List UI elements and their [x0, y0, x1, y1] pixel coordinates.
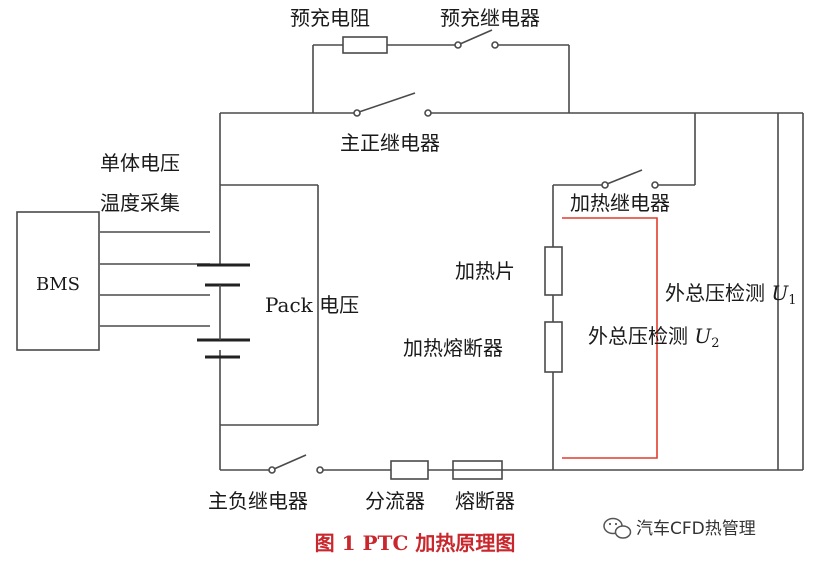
precharge-relay-label: 预充继电器	[440, 6, 540, 30]
watermark-text: 汽车CFD热管理	[636, 519, 756, 539]
main-fuse	[452, 460, 503, 480]
temp-collect-label: 温度采集	[100, 191, 180, 215]
watermark: 汽车CFD热管理	[603, 517, 756, 539]
main-positive-relay-label: 主正继电器	[340, 131, 440, 155]
heating-film-label: 加热片	[455, 259, 515, 283]
shunt-label: 分流器	[365, 489, 425, 513]
main-negative-relay-switch	[268, 454, 324, 474]
bms-box	[16, 211, 100, 351]
heating-relay-label: 加热继电器	[570, 191, 670, 215]
heating-fuse	[544, 321, 563, 373]
u2-measure-loop	[562, 217, 658, 459]
bms-label: BMS	[36, 274, 80, 295]
main-positive-relay-switch	[353, 92, 432, 117]
heating-film	[544, 246, 563, 296]
battery-pack	[197, 263, 250, 359]
precharge-resistor	[342, 36, 388, 54]
wiring	[100, 44, 804, 471]
pack-voltage-label: Pack 电压	[265, 293, 359, 317]
precharge-resistor-label: 预充电阻	[290, 6, 370, 30]
precharge-relay-switch	[454, 29, 499, 49]
heating-fuse-label: 加热熔断器	[403, 336, 503, 360]
fuse-label: 熔断器	[455, 489, 515, 513]
outer-voltage-u2-label: 外总压检测 U2	[588, 324, 720, 351]
heating-relay-switch	[601, 169, 659, 189]
shunt	[390, 460, 429, 480]
figure-caption: 图 1 PTC 加热原理图	[315, 531, 516, 555]
wechat-icon	[603, 517, 632, 539]
cell-voltage-label: 单体电压	[100, 151, 180, 175]
main-negative-relay-label: 主负继电器	[208, 489, 308, 513]
outer-voltage-u1-label: 外总压检测 U1	[665, 281, 797, 308]
